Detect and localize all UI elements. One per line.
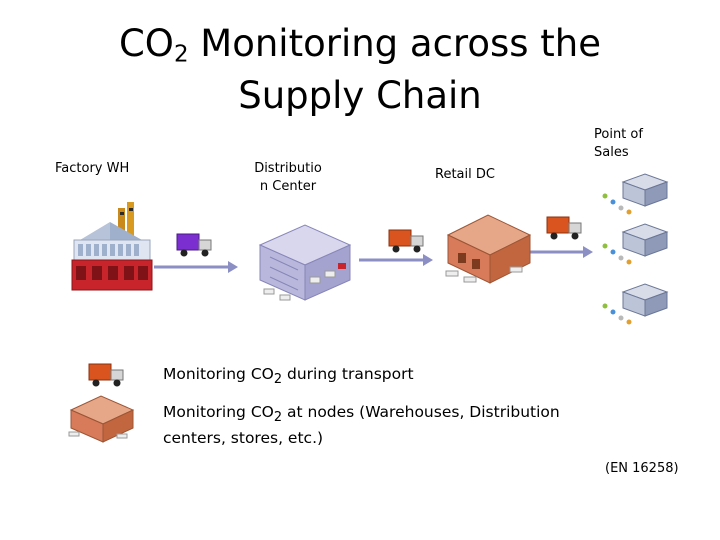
truck-icon: [176, 233, 212, 257]
store-icon: [602, 283, 669, 325]
title-line-1: CO2 Monitoring across the: [118, 22, 602, 68]
legend-nodes-text: Monitoring CO2 at nodes (Warehouses, Dis…: [163, 403, 560, 448]
warehouse-icon: [445, 214, 532, 284]
standard-reference: (EN 16258): [605, 461, 679, 476]
factory-label: Factory WH: [55, 161, 130, 176]
title-line-2: Supply Chain: [238, 74, 482, 117]
point-of-sales-label: Point of Sales: [594, 127, 643, 160]
distribution-center-icon: [258, 224, 352, 301]
truck-icon: [88, 363, 124, 387]
slide-title: CO2 Monitoring across the Supply Chain: [60, 18, 660, 122]
retail-dc-label: Retail DC: [435, 167, 495, 182]
arrow-icon: [359, 254, 433, 266]
arrow-icon: [154, 261, 238, 273]
store-icon: [602, 223, 669, 265]
truck-icon: [388, 229, 424, 253]
factory-icon: [71, 202, 153, 291]
distribution-center-label: Distributio n Center: [254, 161, 322, 194]
store-icon: [602, 173, 669, 215]
truck-icon: [546, 216, 582, 240]
warehouse-icon: [68, 395, 135, 443]
legend-transport-text: Monitoring CO2 during transport: [163, 365, 414, 388]
arrow-icon: [529, 246, 593, 258]
